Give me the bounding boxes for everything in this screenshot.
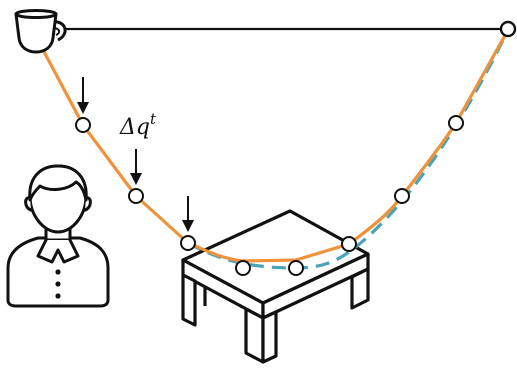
down-arrow-icon	[130, 149, 142, 185]
waypoint	[235, 260, 251, 276]
waypoints	[75, 115, 464, 276]
delta-q-superscript: t	[150, 110, 157, 128]
table-icon	[181, 209, 370, 364]
waypoint	[288, 260, 304, 276]
down-arrow-icon	[77, 77, 89, 114]
end-node	[499, 20, 517, 38]
update-arrows	[77, 77, 194, 232]
waypoint	[128, 188, 144, 204]
waypoint	[75, 117, 91, 133]
delta-q-label: Δqt	[119, 110, 157, 140]
delta-q-symbol: Δq	[119, 115, 150, 140]
trajectory-solid	[40, 29, 510, 263]
person-icon	[6, 164, 110, 308]
trajectory-dashed	[187, 29, 510, 270]
waypoint	[448, 115, 464, 131]
coffee-cup-icon	[14, 9, 67, 54]
waypoint	[394, 188, 410, 204]
down-arrow-icon	[182, 196, 194, 232]
waypoint	[180, 235, 196, 251]
waypoint	[341, 236, 357, 252]
